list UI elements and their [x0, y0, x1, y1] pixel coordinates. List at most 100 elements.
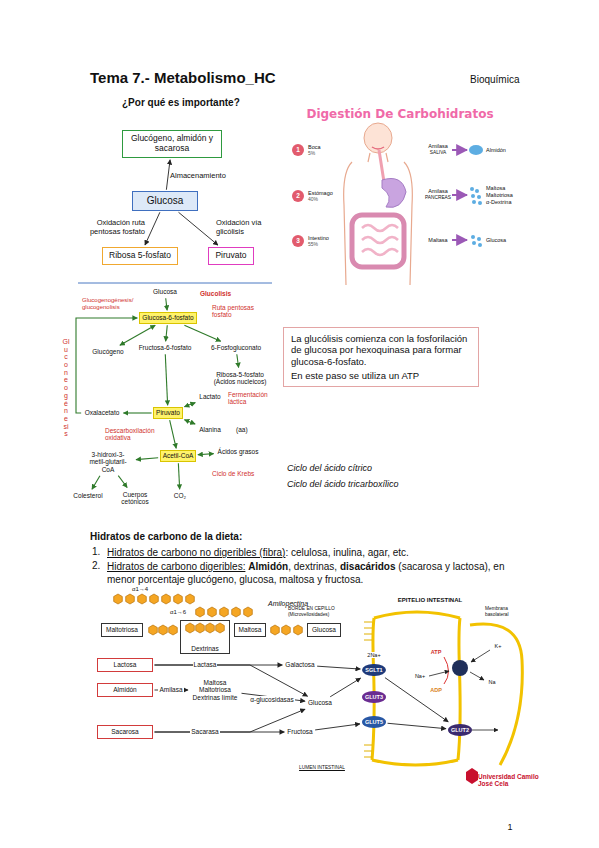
drawing-part	[126, 594, 135, 604]
node-text: En este paso se utiliza un ATP	[291, 370, 471, 381]
drawing-part	[374, 612, 460, 618]
node-text: Ribosa-5-fosfato (Ácidos nucleicos)	[211, 371, 269, 386]
node-text: 3-hidroxi-3-metil-glutaril-CoA	[84, 451, 132, 473]
text-label: : celulosa, inulina, agar, etc.	[285, 547, 408, 558]
drawing-part	[271, 625, 280, 635]
drawing-part	[471, 650, 490, 662]
node-text: Ribosa 5-fosfato	[109, 251, 171, 261]
drawing-part	[364, 123, 392, 153]
connector-label: Almacenamiento	[170, 172, 226, 181]
connector	[178, 463, 179, 489]
text-label: Universidad Camilo José Cela	[478, 773, 540, 788]
drawing-part	[138, 594, 147, 604]
text-label: 1.	[92, 546, 100, 558]
node-text: Piruvato	[156, 409, 180, 416]
node-text: SGLT1	[365, 667, 382, 673]
text-label: PANCREAS	[425, 195, 451, 201]
connector	[118, 476, 127, 488]
text-label: Glucosa	[486, 237, 506, 243]
text-label: ATP	[431, 649, 442, 655]
connector	[92, 476, 100, 490]
drawing-part	[169, 625, 178, 635]
connector	[166, 298, 167, 310]
connector-label: Sacarasa	[190, 728, 219, 735]
connector	[123, 412, 151, 413]
transporter: GLUT5	[362, 716, 386, 728]
node-text: Maltotriosa	[106, 626, 138, 633]
text-label: Ciclo de Krebs	[212, 470, 254, 477]
connector	[237, 354, 239, 367]
connector	[170, 420, 177, 448]
drawing-part	[292, 190, 304, 202]
text-label: Gluconeogénesis	[63, 338, 70, 438]
text-label: Na+	[415, 673, 425, 679]
text-label: 55%	[308, 242, 318, 248]
node-text: Ácidos grasos	[218, 448, 259, 455]
node-text: Oxalacetato	[85, 409, 120, 416]
node-text: 6-Fosfogluconato	[211, 344, 261, 351]
text-label: α1→6	[170, 609, 186, 616]
node-box: Glucógeno	[90, 347, 125, 356]
node-box: Oxalacetato	[83, 408, 122, 417]
node-text: Glucógeno, almidón y sacarosa	[129, 134, 215, 154]
text-label: Bioquímica	[470, 74, 519, 86]
drawing-part	[162, 594, 171, 604]
text-label: SALIVA	[430, 150, 446, 156]
drawing-part	[186, 594, 195, 604]
drawing-part	[150, 594, 159, 604]
node-text: Almidón	[102, 686, 148, 693]
node-text: Glucógeno	[92, 348, 123, 355]
connector-label: Lactasa	[193, 661, 218, 668]
text-label: Maltasa	[428, 237, 447, 243]
drawing-part	[452, 194, 467, 196]
connector	[198, 454, 214, 455]
node-text: Alanina	[199, 426, 221, 433]
drawing-part	[196, 623, 205, 633]
node-text: Glucosa	[147, 195, 184, 207]
node-text: Colesterol	[73, 492, 102, 499]
connector-label: α-glucosidasas	[249, 696, 295, 703]
connector	[155, 709, 306, 732]
text-label: Amilasa	[428, 143, 448, 149]
text-label: Almidón	[486, 147, 506, 153]
text-label: 3	[296, 237, 300, 244]
node-text: La glucólisis comienza con la fosforilac…	[291, 333, 471, 367]
drawing-part	[282, 625, 291, 635]
drawing-part	[472, 241, 476, 245]
drawing-part	[477, 237, 481, 241]
drawing-part	[372, 147, 384, 149]
drawing-part	[206, 623, 215, 633]
node-box: Sacarosa	[97, 725, 153, 738]
text-label: ADP	[430, 687, 442, 693]
connector	[166, 160, 170, 190]
connector	[385, 678, 448, 722]
text-label: 1	[296, 146, 300, 153]
drawing-part	[379, 150, 384, 182]
text-label: Glucolisis	[200, 290, 231, 297]
drawing-part	[220, 607, 229, 617]
node-text: Glucosa	[153, 288, 177, 295]
node-box: Dextrinas	[180, 620, 230, 654]
drawing-part	[159, 625, 168, 635]
drawing-part	[470, 187, 474, 191]
node-text: GLUT3	[365, 694, 383, 700]
drawing-part	[114, 594, 123, 604]
text-label: Amilasa	[428, 188, 448, 194]
connector	[315, 724, 360, 730]
node-text: CO₂	[174, 492, 186, 499]
drawing-part	[352, 215, 404, 267]
node-text: GLUT5	[365, 719, 383, 725]
node-box: Maltotriosa	[101, 623, 143, 636]
text-label: Intestino	[308, 235, 329, 241]
drawing-part	[471, 194, 475, 198]
drawing-part	[232, 607, 241, 617]
text-label: (aa)	[236, 426, 248, 433]
drawing-part	[458, 618, 460, 760]
text-label: Glucogenogénesis/ glucogenolisis	[82, 297, 142, 311]
drawing-part	[470, 624, 522, 765]
text-label: Descarboxilación oxidativa	[105, 427, 160, 442]
